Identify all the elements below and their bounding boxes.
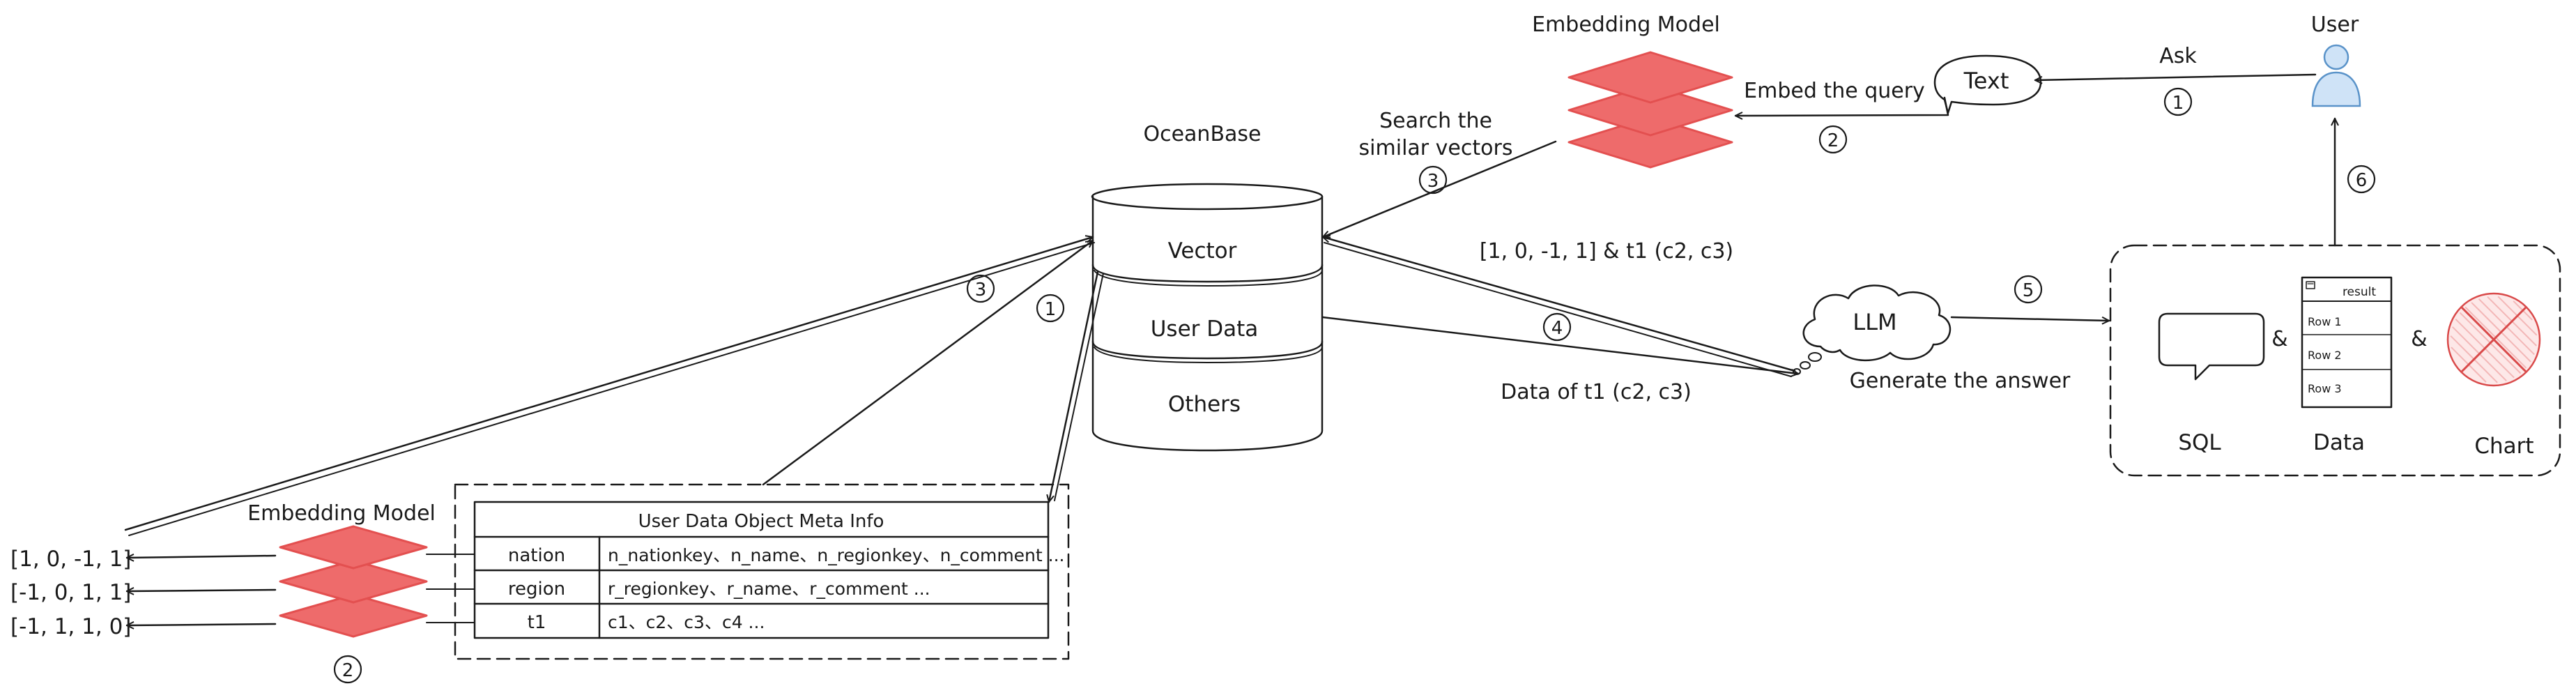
llm-label: LLM: [1853, 309, 1896, 335]
amp-2: &: [2411, 327, 2427, 351]
embedding-model-top: Embedding Model: [1532, 13, 1733, 169]
step-2-bottom: 2: [342, 660, 354, 681]
arrow-userdata-to-meta-2: [1054, 273, 1104, 501]
search-label-line1: Search the: [1379, 109, 1492, 133]
text-bubble: Text: [1933, 54, 2042, 114]
step-6-return: 6: [2356, 170, 2368, 191]
embedding-top-layer-3: [1567, 116, 1733, 169]
embedding-bottom-layer-3: [279, 593, 428, 638]
chart-icon: [2446, 292, 2541, 387]
arrow-embed-to-vector-3: [125, 624, 277, 625]
step-3-search: 3: [1427, 171, 1439, 192]
vector-list: [1, 0, -1, 1] [-1, 0, 1, 1] [-1, 1, 1, 0…: [10, 547, 131, 639]
arrow-vectors-to-vector-2: [128, 242, 1095, 536]
user-icon: [2311, 44, 2361, 107]
step-badge-search: 3: [1418, 165, 1448, 195]
connectors: [124, 73, 2335, 625]
others-section: Others: [1168, 392, 1241, 417]
vector-result-label: [1, 0, -1, 1] & t1 (c2, c3): [1480, 239, 1733, 264]
sql-label: SQL: [2178, 430, 2221, 455]
meta-row-cols-t1: c1、c2、c3、c4 ...: [608, 612, 765, 632]
user-node: User: [2311, 13, 2361, 107]
result-title: result: [2343, 285, 2376, 299]
arrow-userdata-to-llm: [1321, 316, 1798, 374]
vector-1: [1, 0, -1, 1]: [10, 547, 131, 572]
step-4-data: 4: [1551, 318, 1563, 339]
step-badge-meta: 1: [1036, 294, 1065, 323]
embedding-top-layer-2: [1567, 84, 1733, 137]
chart-label: Chart: [2474, 434, 2533, 459]
result-row-1: Row 1: [2308, 315, 2342, 328]
search-label-line2: similar vectors: [1359, 136, 1513, 160]
result-container: SQL & result Row 1 Row 2 Row 3 Data & Ch…: [2109, 244, 2561, 477]
arrow-embed-to-vector-2: [125, 590, 277, 591]
data-of-t1-label: Data of t1 (c2, c3): [1501, 380, 1692, 404]
embedding-layers-bottom: [279, 525, 428, 638]
arrow-embed-to-vector-1: [125, 556, 277, 558]
meta-row-name-nation: nation: [508, 545, 565, 566]
arrow-meta-to-vector: [762, 241, 1093, 486]
step-1-meta: 1: [1045, 299, 1057, 320]
meta-row-cols-region: r_regionkey、r_name、r_comment ...: [608, 579, 930, 599]
result-row-3: Row 3: [2308, 382, 2342, 395]
sql-icon: [2158, 312, 2265, 381]
ask-label: Ask: [2159, 44, 2197, 68]
result-table-icon: result Row 1 Row 2 Row 3: [2301, 276, 2393, 409]
meta-row-name-t1: t1: [528, 612, 546, 633]
step-badge-answer: 5: [2014, 275, 2043, 304]
embedding-bottom-layer-1: [279, 525, 428, 570]
amp-1: &: [2271, 327, 2287, 351]
embedding-model-bottom-label: Embedding Model: [247, 501, 436, 526]
embedding-model-top-label: Embedding Model: [1532, 13, 1720, 37]
text-bubble-label: Text: [1963, 68, 2009, 94]
meta-table-title: User Data Object Meta Info: [638, 511, 884, 532]
user-label: User: [2311, 13, 2359, 37]
step-badge-return: 6: [2347, 165, 2376, 194]
meta-info-table: User Data Object Meta Info nation region…: [454, 483, 1070, 660]
vector-3: [-1, 1, 1, 0]: [10, 614, 131, 639]
data-label: Data: [2313, 430, 2365, 455]
user-icon-head: [2323, 44, 2349, 70]
step-badge-bottom-3: 3: [966, 274, 995, 303]
oceanbase-db: OceanBase Vector User Data Others: [1091, 122, 1324, 452]
arrow-vectors-to-vector: [124, 237, 1093, 531]
embedding-top-layer-1: [1567, 51, 1733, 104]
arrow-llm-to-vector-2: [1324, 242, 1792, 377]
step-2-embed: 2: [1827, 130, 1839, 151]
embedding-model-bottom: Embedding Model: [247, 501, 436, 638]
oceanbase-label: OceanBase: [1143, 122, 1261, 146]
arrow-embedding-to-vector: [1323, 140, 1557, 237]
embedding-layers-top: [1567, 51, 1733, 169]
meta-row-name-region: region: [508, 579, 565, 600]
step-badge-embed: 2: [1818, 125, 1848, 154]
generate-answer-label: Generate the answer: [1850, 369, 2071, 393]
arrow-userdata-to-meta: [1049, 271, 1099, 502]
user-data-section: User Data: [1151, 317, 1259, 342]
embedding-bottom-layer-2: [279, 559, 428, 604]
step-badge-data: 4: [1542, 312, 1572, 342]
result-row-2: Row 2: [2308, 349, 2342, 362]
user-icon-body: [2311, 71, 2361, 107]
step-3-bottom: 3: [975, 280, 987, 300]
arrow-user-to-text: [2034, 73, 2317, 80]
arrow-llm-to-vector: [1323, 237, 1796, 372]
meta-row-cols-nation: n_nationkey、n_name、n_regionkey、n_comment…: [608, 545, 1064, 565]
step-badge-ask: 1: [2163, 87, 2193, 116]
step-1-ask: 1: [2172, 93, 2184, 114]
step-badges: 1 2 3 4 5 6 1 2: [333, 87, 2376, 684]
step-badge-bottom-2: 2: [333, 655, 362, 684]
arrow-llm-to-result: [1950, 316, 2110, 321]
vector-2: [-1, 0, 1, 1]: [10, 580, 131, 605]
step-5-answer: 5: [2023, 280, 2034, 301]
vector-section: Vector: [1168, 238, 1237, 264]
embed-query-label: Embed the query: [1744, 79, 1925, 103]
llm-cloud: LLM: [1793, 284, 1952, 375]
